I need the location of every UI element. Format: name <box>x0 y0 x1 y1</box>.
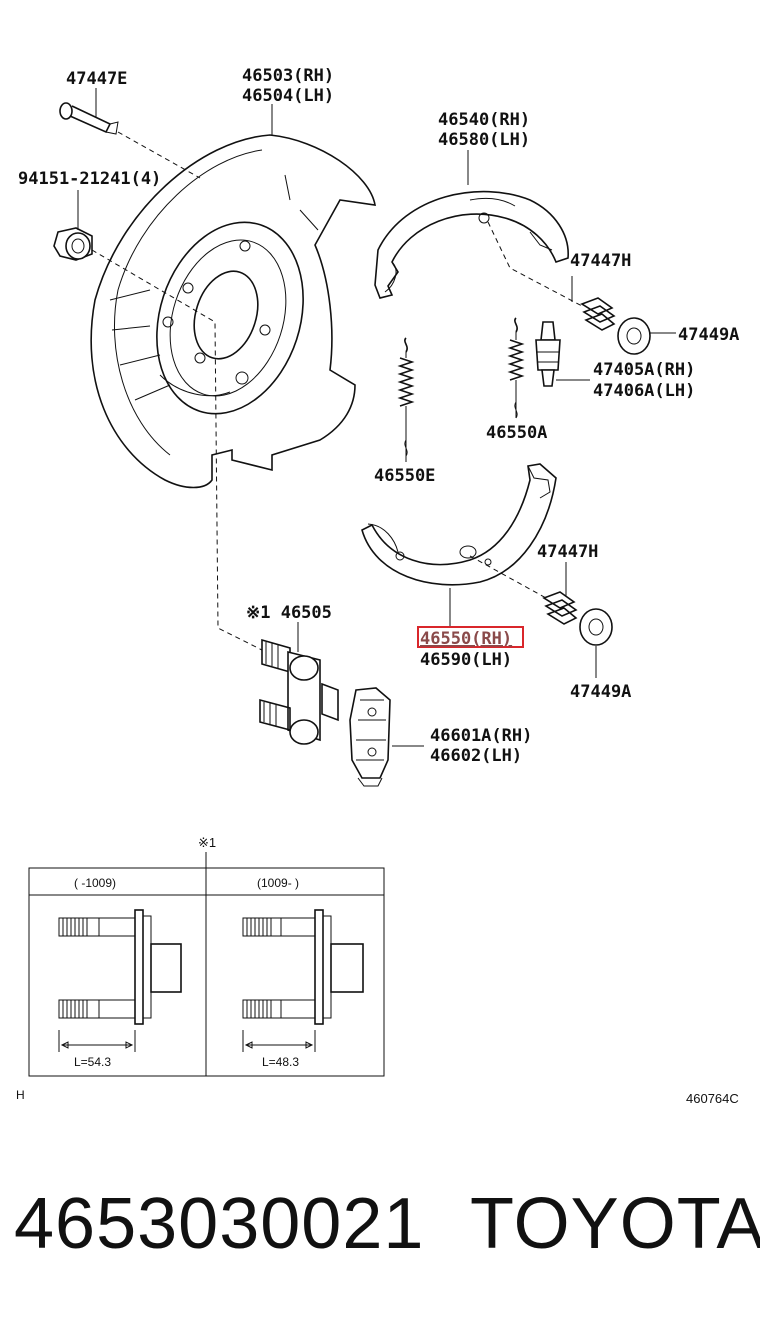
retainer-set-top-drawing <box>580 297 651 355</box>
footer-brand: TOYOTA <box>470 1184 760 1264</box>
label-47447h-bottom: 47447H <box>537 542 598 562</box>
label-46504: 46504(LH) <box>242 86 334 106</box>
backing-plate-drawing <box>90 134 376 489</box>
leader-lines <box>77 88 676 747</box>
nut-94151-drawing <box>53 227 93 261</box>
label-47449a-bottom: 47449A <box>570 682 631 702</box>
inset-marker: ※1 <box>198 835 216 850</box>
label-47447e: 47447E <box>66 69 127 89</box>
hub-bolt-46505-drawing <box>259 638 339 745</box>
inset-right-header: (1009- ) <box>257 876 299 890</box>
label-47447h-top: 47447H <box>570 251 631 271</box>
label-94151: 94151-21241(4) <box>18 169 161 189</box>
inset-left-header: ( -1009) <box>74 876 116 890</box>
bolt-47447e-drawing <box>59 102 119 135</box>
spring-46550e-drawing <box>397 337 415 457</box>
label-46580: 46580(LH) <box>438 130 530 150</box>
inset-right-bolt-drawing <box>242 909 364 1052</box>
label-46550e: 46550E <box>374 466 435 486</box>
label-46540: 46540(RH) <box>438 110 530 130</box>
lower-brake-shoe-drawing <box>361 463 557 586</box>
label-46503: 46503(RH) <box>242 66 334 86</box>
inset-right-length: L=48.3 <box>262 1055 299 1069</box>
parking-brake-lever-drawing <box>349 687 391 787</box>
label-46590: 46590(LH) <box>420 650 512 670</box>
retainer-set-bottom-drawing <box>542 591 613 646</box>
label-47406a: 47406A(LH) <box>593 381 695 401</box>
label-46550-selected[interactable]: 46550(RH) <box>420 629 512 649</box>
inset-left-bolt-drawing <box>58 909 182 1052</box>
selected-part-highlight <box>417 626 524 648</box>
label-46505: ※1 46505 <box>246 603 332 623</box>
footer-part-number: 4653030021 <box>14 1184 425 1264</box>
label-47449a-top: 47449A <box>678 325 739 345</box>
diagram-code: 460764C <box>686 1091 739 1106</box>
inset-left-length: L=54.3 <box>74 1055 111 1069</box>
corner-mark: H <box>16 1088 25 1102</box>
label-46601a: 46601A(RH) <box>430 726 532 746</box>
upper-brake-shoe-drawing <box>374 190 569 299</box>
label-47405a: 47405A(RH) <box>593 360 695 380</box>
adjuster-47405a-drawing <box>535 321 561 387</box>
dashed-guide-lines <box>91 131 583 651</box>
label-46550a: 46550A <box>486 423 547 443</box>
label-46602: 46602(LH) <box>430 746 522 766</box>
hub-bolt-inset-table: ※1 ( -1009) (1009- ) L=54.3 <box>28 835 385 1077</box>
